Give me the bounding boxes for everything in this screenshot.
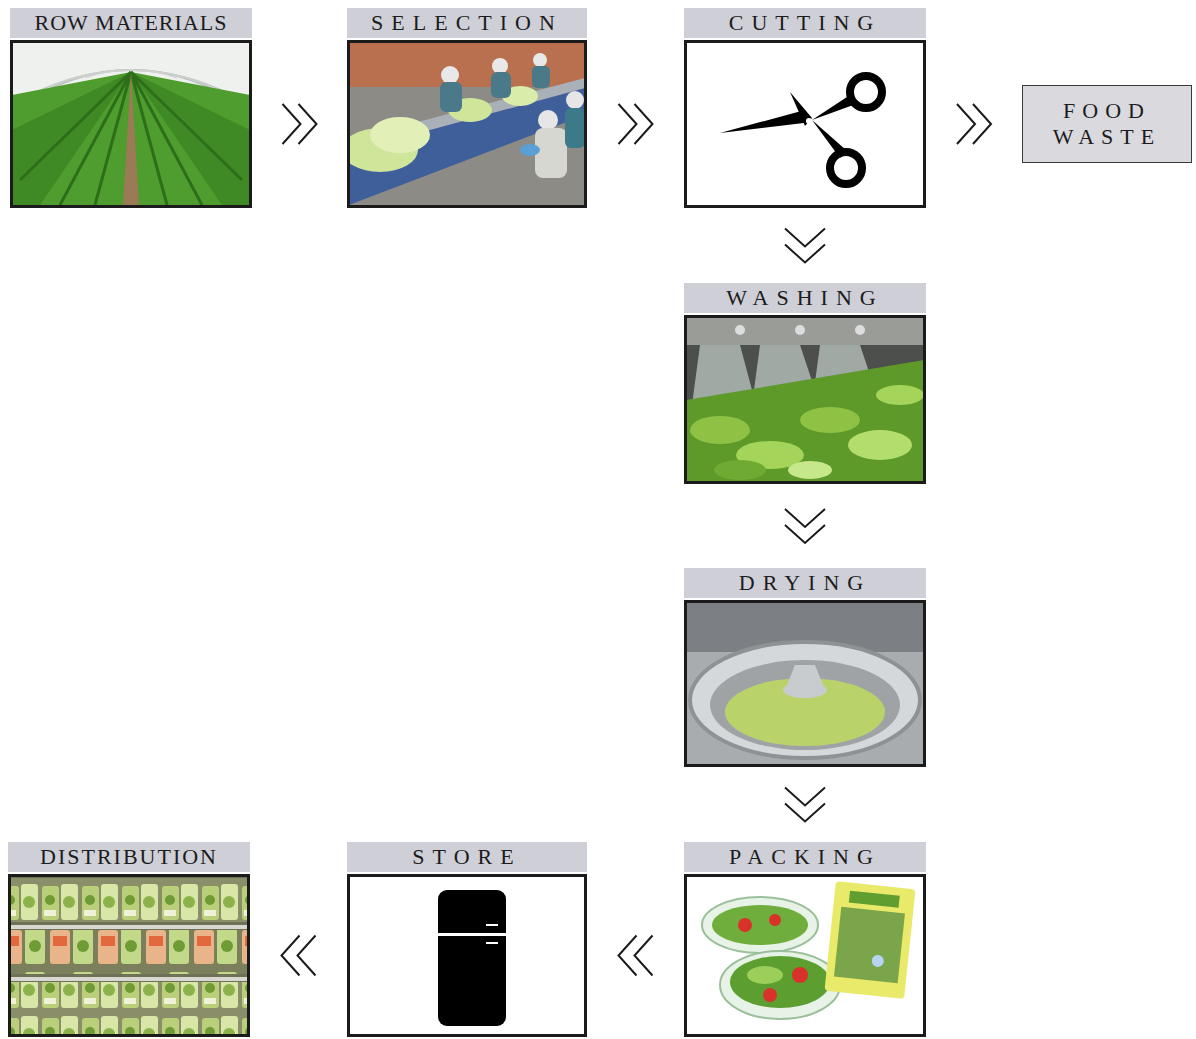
step-heading: DRYING [739, 572, 871, 594]
step-heading: SELECTION [371, 12, 563, 34]
heading-band: WASHING [684, 283, 926, 313]
picture-frame [684, 40, 926, 208]
picture-frame [347, 874, 587, 1037]
output-box: FOOD WASTE [1022, 85, 1192, 163]
step-heading: CUTTING [729, 12, 882, 34]
heading-band: PACKING [684, 842, 926, 872]
process-box: PACKING [684, 842, 926, 1037]
chevron-head [785, 509, 825, 527]
chevron-head [973, 104, 991, 144]
picture-frame [347, 40, 587, 208]
chevron-head [785, 788, 825, 806]
picture-frame [684, 600, 926, 767]
chevron-head [785, 229, 825, 247]
flow-chevron [957, 104, 991, 144]
chevron-head [299, 104, 317, 144]
heading-band: DRYING [684, 568, 926, 598]
process-box: ROW MATERIALS [10, 8, 252, 208]
heading-band: STORE [347, 842, 587, 872]
chevron-head [785, 245, 825, 263]
step-heading: DISTRIBUTION [40, 846, 218, 868]
picture-frame [10, 40, 252, 208]
chevron-head [619, 936, 637, 976]
chevron-head [282, 936, 300, 976]
chevron-head [785, 804, 825, 822]
heading-band: ROW MATERIALS [10, 8, 252, 38]
drying-photo [686, 602, 924, 764]
picture-frame [8, 874, 250, 1037]
heading-band: CUTTING [684, 8, 926, 38]
chevron-head [957, 104, 975, 144]
box-label: FOOD WASTE [1032, 98, 1182, 151]
flow-chevron [619, 104, 653, 144]
selection-photo [349, 42, 585, 205]
step-heading: WASHING [726, 287, 883, 309]
process-box: CUTTING [684, 8, 926, 208]
picture-frame [684, 315, 926, 484]
flow-chevron [283, 104, 317, 144]
distribution-photo [10, 876, 248, 1035]
heading-band: DISTRIBUTION [8, 842, 250, 872]
flow-chevron [619, 936, 653, 976]
process-box: SELECTION [347, 8, 587, 208]
chevron-head [283, 104, 301, 144]
chevron-head [785, 525, 825, 543]
flow-chevron [785, 509, 825, 543]
flow-chevron [785, 788, 825, 822]
process-box: STORE [347, 842, 587, 1037]
heading-band: SELECTION [347, 8, 587, 38]
packing-photo [686, 876, 924, 1035]
step-heading: STORE [412, 846, 521, 868]
process-box: DRYING [684, 568, 926, 767]
picture-frame [684, 874, 926, 1037]
scissors-icon [720, 76, 882, 184]
chevron-head [619, 104, 637, 144]
chevron-head [298, 936, 316, 976]
washing-photo [686, 317, 924, 481]
step-heading: ROW MATERIALS [35, 12, 228, 34]
greenhouse-photo [12, 42, 250, 205]
flow-chevron [785, 229, 825, 263]
step-heading: PACKING [729, 846, 881, 868]
fridge-icon [438, 890, 506, 1026]
process-box: DISTRIBUTION [8, 842, 250, 1037]
flow-chevron [282, 936, 316, 976]
chevron-head [635, 104, 653, 144]
process-box: WASHING [684, 283, 926, 484]
chevron-head [635, 936, 653, 976]
